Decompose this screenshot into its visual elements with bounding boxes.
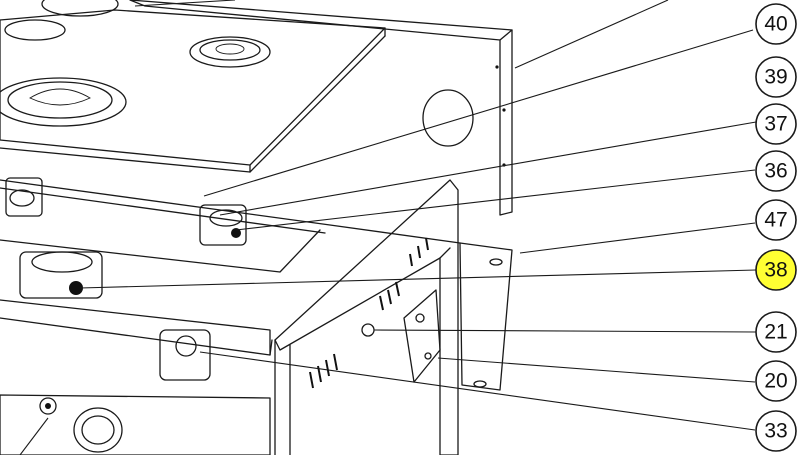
callout-36: 36 — [755, 150, 797, 192]
callout-33-label: 33 — [764, 420, 787, 443]
callout-40: 40 — [755, 3, 797, 45]
callout-38: 38 — [755, 249, 797, 291]
burner-rings — [0, 0, 271, 127]
callout-39: 39 — [755, 56, 797, 98]
side-panel — [274, 179, 459, 455]
callout-47: 47 — [755, 199, 797, 241]
callout-21: 21 — [755, 311, 797, 353]
callout-37: 37 — [755, 103, 797, 145]
callout-20: 20 — [755, 360, 797, 402]
callout-40-label: 40 — [764, 13, 787, 36]
rear-back-panel — [129, 0, 513, 216]
leader-lines — [19, 0, 757, 455]
valve-assemblies — [5, 177, 247, 381]
side-bracket — [403, 242, 513, 391]
burner-frame — [0, 179, 461, 356]
cooktop-panel — [0, 9, 386, 173]
callout-39-label: 39 — [764, 66, 787, 89]
callout-21-label: 21 — [764, 321, 787, 344]
callout-20-label: 20 — [764, 370, 787, 393]
callout-33: 33 — [755, 410, 797, 452]
callout-47-label: 47 — [764, 209, 787, 232]
callout-37-label: 37 — [764, 113, 787, 136]
control-panel — [0, 394, 271, 455]
callout-36-label: 36 — [764, 160, 787, 183]
callout-38-label: 38 — [764, 259, 787, 282]
